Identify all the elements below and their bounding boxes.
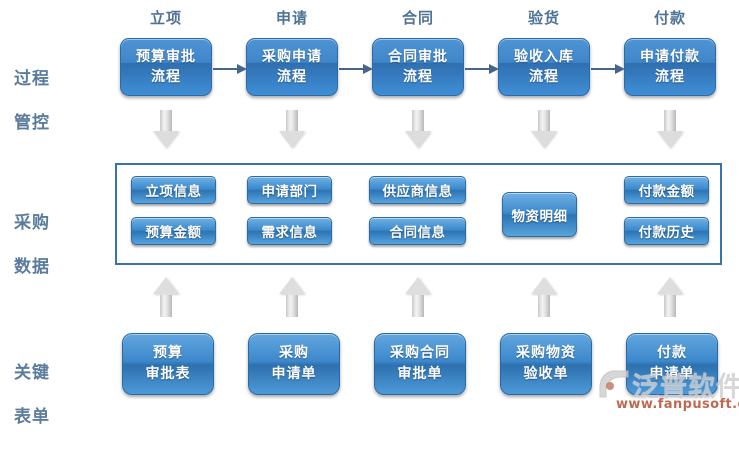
column-caption-inspection: 验货	[527, 9, 560, 27]
row-label-line2: 表单	[14, 407, 50, 427]
process-box-line1: 申请付款	[640, 49, 700, 65]
form-box-line2: 申请单	[271, 366, 317, 382]
process-box-line2: 流程	[529, 69, 559, 85]
process-box-line1: 采购申请	[262, 49, 322, 65]
process-box-line1: 合同审批	[388, 49, 448, 65]
data-pill-supplier-info[interactable]: 供应商信息	[369, 176, 466, 204]
form-box-line2: 验收单	[523, 366, 569, 382]
data-pill-budget-amount[interactable]: 预算金额	[131, 217, 216, 245]
arrow-down-icon-4	[531, 110, 557, 150]
row-label-line1: 过程	[14, 69, 50, 89]
process-flow-diagram: 过程 管控 采购 数据 关键 表单 立项 申请 合同 验货 付款 预算审批 流程…	[14, 9, 739, 427]
column-caption-contract: 合同	[401, 9, 434, 27]
process-box-payment-request-flow[interactable]: 申请付款 流程	[624, 38, 716, 96]
arrow-up-icon-2	[279, 277, 305, 317]
arrow-up-icon-3	[405, 277, 431, 317]
form-box-line1: 采购合同	[390, 345, 450, 361]
row-label-line1: 采购	[14, 213, 50, 233]
watermark-url: www.fanpusoft.com	[616, 397, 739, 412]
process-box-acceptance-storage-flow[interactable]: 验收入库 流程	[498, 38, 590, 96]
data-pill-demand-info[interactable]: 需求信息	[247, 217, 332, 245]
arrow-down-icon-1	[153, 110, 179, 150]
form-box-line2: 审批单	[397, 366, 443, 382]
form-box-line1: 付款	[657, 345, 687, 361]
connector-arrow-right-icon-4	[591, 64, 627, 74]
form-box-goods-acceptance-form[interactable]: 采购物资 验收单	[500, 333, 592, 395]
connector-arrow-right-icon-1	[213, 64, 249, 74]
data-pill-payment-amount[interactable]: 付款金额	[624, 176, 709, 204]
row-label-key-forms: 关键 表单	[14, 340, 50, 450]
form-box-line2: 申请单	[649, 366, 695, 382]
row-label-line2: 管控	[14, 113, 50, 133]
connector-arrow-right-icon-3	[465, 64, 501, 74]
process-box-contract-approval-flow[interactable]: 合同审批 流程	[372, 38, 464, 96]
row-label-procurement-data: 采购 数据	[14, 190, 50, 300]
column-caption-application: 申请	[275, 9, 308, 27]
arrow-up-icon-5	[657, 277, 683, 317]
data-pill-payment-history[interactable]: 付款历史	[624, 217, 709, 245]
process-box-purchase-request-flow[interactable]: 采购申请 流程	[246, 38, 338, 96]
arrow-down-icon-2	[279, 110, 305, 150]
process-box-line2: 流程	[151, 69, 181, 85]
data-pill-contract-info[interactable]: 合同信息	[369, 217, 466, 245]
form-box-purchase-contract-form[interactable]: 采购合同 审批单	[374, 333, 466, 395]
process-box-line2: 流程	[403, 69, 433, 85]
form-box-payment-request-form[interactable]: 付款 申请单	[626, 333, 718, 395]
form-box-budget-approval-form[interactable]: 预算 审批表	[122, 333, 214, 395]
data-pill-request-dept[interactable]: 申请部门	[247, 176, 332, 204]
process-box-line2: 流程	[655, 69, 685, 85]
arrow-up-icon-4	[531, 277, 557, 317]
form-box-line1: 采购物资	[516, 345, 576, 361]
form-box-line2: 审批表	[145, 366, 191, 382]
connector-arrow-right-icon-2	[339, 64, 375, 74]
row-label-process-control: 过程 管控	[14, 46, 50, 156]
data-pill-material-detail[interactable]: 物资明细	[502, 192, 577, 237]
column-caption-project-setup: 立项	[149, 9, 182, 27]
arrow-down-icon-5	[657, 110, 683, 150]
data-pill-project-info[interactable]: 立项信息	[131, 176, 216, 204]
process-box-line1: 验收入库	[514, 49, 574, 65]
form-box-line1: 预算	[153, 345, 183, 361]
arrow-down-icon-3	[405, 110, 431, 150]
process-box-line2: 流程	[277, 69, 307, 85]
form-box-line1: 采购	[279, 345, 309, 361]
column-caption-payment: 付款	[653, 9, 686, 27]
process-box-line1: 预算审批	[136, 49, 196, 65]
process-box-budget-approval-flow[interactable]: 预算审批 流程	[120, 38, 212, 96]
row-label-line2: 数据	[14, 257, 50, 277]
arrow-up-icon-1	[153, 277, 179, 317]
row-label-line1: 关键	[14, 363, 50, 383]
form-box-purchase-request-form[interactable]: 采购 申请单	[248, 333, 340, 395]
